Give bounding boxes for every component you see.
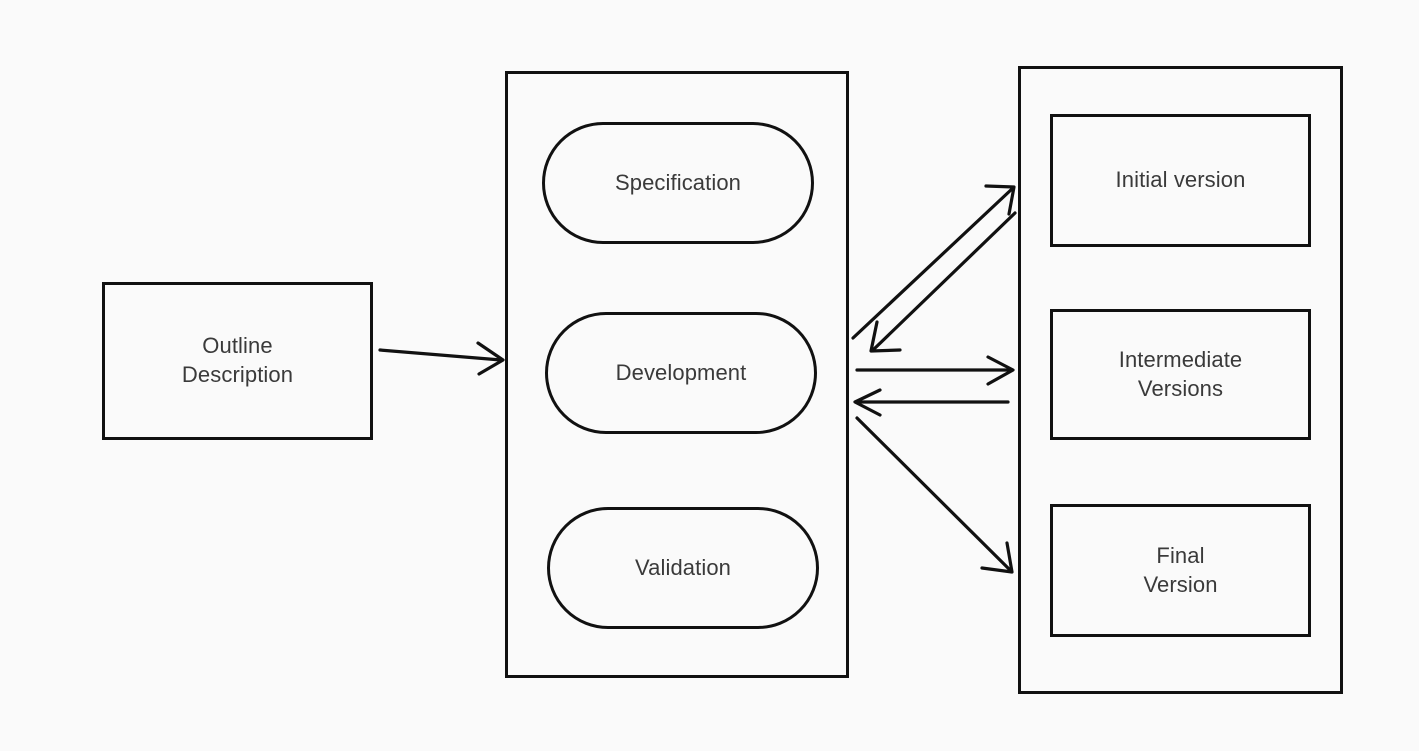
node-development[interactable]: Development [545, 312, 817, 434]
node-specification-label: Specification [614, 169, 742, 195]
node-development-label: Development [615, 359, 747, 385]
node-initial-version-label: Initial version [1115, 167, 1246, 193]
node-final-version[interactable]: Final Version [1050, 504, 1311, 637]
node-specification[interactable]: Specification [542, 122, 814, 244]
node-validation-label: Validation [635, 554, 731, 580]
arrow-specification-to-initial-version [851, 184, 1016, 340]
node-final-version-label: Final Version [1143, 542, 1218, 597]
arrow-intermediate-versions-to-development [853, 388, 1010, 417]
node-outline-description[interactable]: Outline Description [102, 282, 373, 440]
arrow-development-to-intermediate-versions [855, 355, 1015, 386]
node-intermediate-versions[interactable]: Intermediate Versions [1050, 309, 1311, 440]
node-intermediate-versions-label: Intermediate Versions [1118, 346, 1243, 401]
arrow-initial-version-to-development [869, 211, 1017, 353]
arrow-outline-to-process [378, 341, 505, 376]
node-initial-version[interactable]: Initial version [1050, 114, 1311, 247]
node-outline-description-label: Outline Description [181, 333, 294, 387]
node-validation[interactable]: Validation [547, 507, 819, 629]
arrow-validation-to-final-version [855, 416, 1014, 574]
